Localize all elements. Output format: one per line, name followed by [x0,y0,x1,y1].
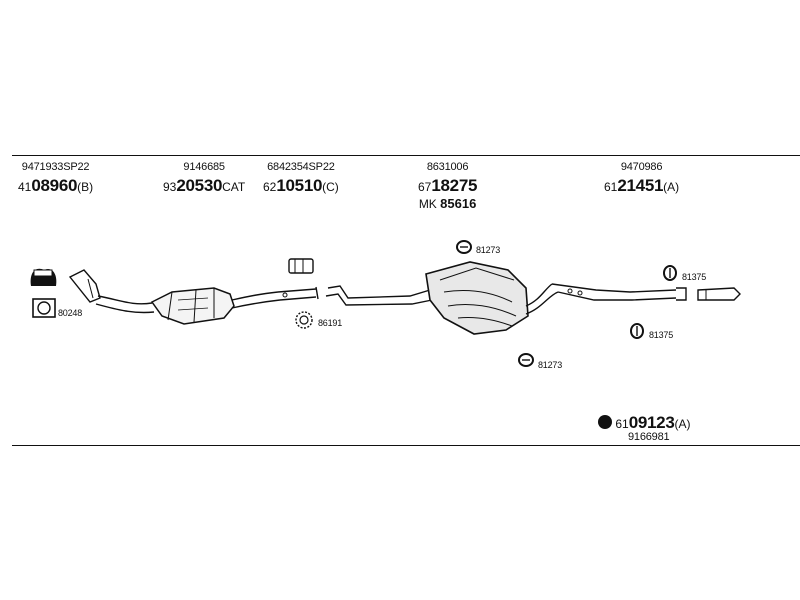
top-divider [12,155,800,156]
middle-silencer-icon[interactable] [325,261,559,335]
clamp-label: 86191 [318,318,343,328]
part-code: 6718275 [418,176,478,195]
part-intermediate-pipe[interactable]: 6842354SP22 6210510(C) [263,161,339,195]
part-mounting-kit: MK 85616 [418,196,477,211]
gasket-label: 80248 [58,308,83,318]
hanger-rubber-icon[interactable] [456,240,472,254]
part-code: 9320530CAT [163,176,246,195]
part-ref: 9470986 [620,161,663,173]
part-catalytic-converter[interactable]: 9146685 9320530CAT [163,161,246,195]
kit-ref: 9166981 [628,431,670,443]
hanger-rubber-icon[interactable] [630,323,644,339]
tail-hanger-label-bottom: 81375 [649,330,674,340]
bullet-icon [598,415,612,429]
hanger-label-top: 81273 [476,245,501,255]
hanger-rubber-icon[interactable] [518,353,534,367]
complete-system-kit[interactable]: 6109123(A) 9166981 [598,410,690,443]
hanger-label-bottom: 81273 [538,360,563,370]
bottom-divider [12,445,800,446]
part-tail-pipe[interactable]: 9470986 6121451(A) [604,161,680,195]
part-ref: 8631006 [426,161,469,173]
clamp-ring-icon[interactable] [295,311,313,329]
part-ref: 9471933SP22 [21,161,90,173]
part-code: 4108960(B) [18,176,94,195]
tail-trim-icon[interactable] [697,287,741,301]
part-front-pipe[interactable]: 9471933SP22 4108960(B) [18,161,94,195]
mounting-rubber-icon[interactable] [30,268,57,286]
clamp-sleeve-icon[interactable] [288,258,314,274]
catalytic-converter-icon[interactable] [150,287,281,325]
tail-hanger-label-top: 81375 [682,272,707,282]
part-code: 6210510(C) [263,176,339,195]
kit-code: 6109123(A) [598,414,690,431]
gasket-icon[interactable] [32,298,56,318]
part-ref: 9146685 [183,161,225,173]
part-code: 6121451(A) [604,176,680,195]
part-ref: 6842354SP22 [267,161,335,173]
tail-pipe-icon[interactable] [551,283,687,301]
front-pipe-icon[interactable] [68,269,155,314]
intermediate-pipe-icon[interactable] [277,286,319,301]
hanger-rubber-icon[interactable] [663,265,677,281]
part-middle-silencer[interactable]: 8631006 6718275 MK 85616 [418,161,478,211]
